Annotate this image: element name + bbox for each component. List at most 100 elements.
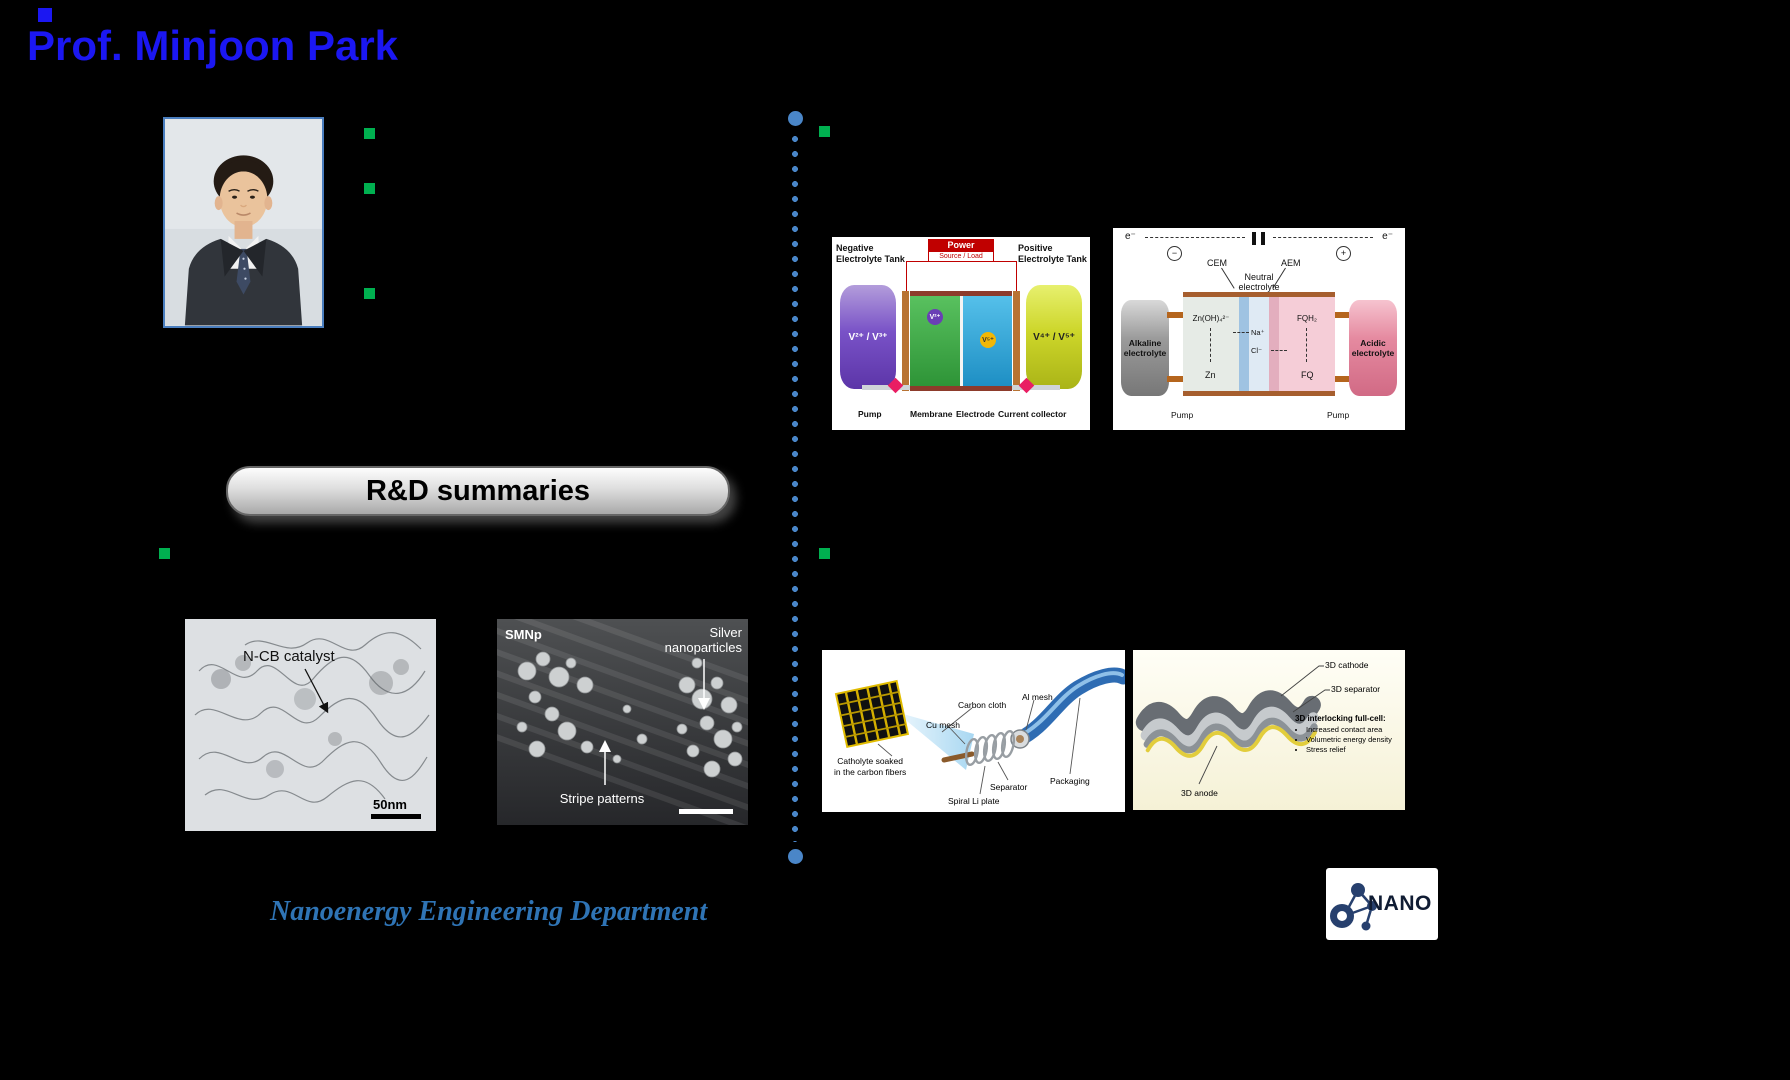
divider-dotted-line bbox=[790, 132, 800, 842]
portrait-illustration bbox=[165, 119, 322, 326]
positive-electrolyte-tank: V⁴⁺ / V⁵⁺ bbox=[1026, 285, 1082, 389]
department-footer: Nanoenergy Engineering Department bbox=[270, 896, 708, 927]
cem-membrane bbox=[1239, 297, 1249, 391]
electrode-symbol bbox=[1252, 232, 1265, 245]
title-bullet-square bbox=[38, 8, 52, 22]
electron-label-right: e⁻ bbox=[1382, 231, 1393, 242]
current-collector-right bbox=[1013, 291, 1020, 391]
acidic-electrolyte-tank: Acidic electrolyte bbox=[1349, 300, 1397, 396]
pipe-right bbox=[1012, 385, 1060, 390]
positive-tank-label: Positive Electrolyte Tank bbox=[1018, 243, 1087, 264]
tem-micrograph-art: N-CB catalyst 50nm bbox=[194, 632, 430, 819]
divider-end-dot-top bbox=[788, 111, 803, 126]
vanadium-flow-battery-figure: Negative Electrolyte Tank Positive Elect… bbox=[832, 237, 1090, 430]
pump-caption-right: Pump bbox=[1327, 410, 1350, 420]
feature-item: Stress relief bbox=[1306, 745, 1401, 755]
negative-couple-label: V²⁺ / V³⁺ bbox=[848, 331, 888, 343]
alkaline-tank-label: Alkaline electrolyte bbox=[1123, 337, 1167, 358]
tem-scale-bar bbox=[371, 814, 421, 819]
3d-interlocking-cell-figure: 3D cathode 3D separator 3D interlocking … bbox=[1133, 650, 1405, 810]
cu-mesh-label: Cu mesh bbox=[926, 720, 961, 730]
nano-logo: NANO bbox=[1326, 868, 1438, 940]
pipe bbox=[1167, 312, 1183, 318]
feature-item: Volumetric energy density bbox=[1306, 735, 1401, 745]
page-title: Prof. Minjoon Park bbox=[27, 22, 399, 69]
sem-micrograph-figure: SMNp Silver nanoparticles Stripe pattern… bbox=[497, 619, 748, 825]
positive-couple-label: V⁴⁺ / V⁵⁺ bbox=[1033, 331, 1075, 343]
cable-battery-figure: Carbon cloth Al mesh Cu mesh Catholyte s… bbox=[822, 650, 1125, 812]
carbon-cloth-label: Carbon cloth bbox=[958, 700, 1007, 710]
tem-micrograph-figure: N-CB catalyst 50nm bbox=[185, 619, 436, 831]
professor-photo bbox=[163, 117, 324, 328]
positive-terminal: + bbox=[1336, 246, 1351, 261]
zincate-label: Zn(OH)₄²⁻ bbox=[1192, 314, 1230, 323]
pipe bbox=[1167, 376, 1183, 382]
bullet-marker bbox=[819, 126, 830, 137]
pipe bbox=[1335, 312, 1349, 318]
membrane-caption: Membrane bbox=[910, 409, 953, 419]
3d-anode-label: 3D anode bbox=[1181, 788, 1218, 798]
divider-end-dot-bottom bbox=[788, 849, 803, 864]
catholyte-label-line2: in the carbon fibers bbox=[834, 766, 907, 777]
zinc-label: Zn bbox=[1205, 370, 1216, 380]
3d-fullcell-feature-list: Increased contact area Volumetric energy… bbox=[1306, 725, 1401, 755]
molecule-icon bbox=[1330, 883, 1377, 931]
sem-top-label-line2: nanoparticles bbox=[665, 640, 743, 655]
bullet-marker bbox=[819, 548, 830, 559]
sodium-ion-arrow bbox=[1233, 332, 1249, 333]
sem-corner-label: SMNp bbox=[505, 627, 542, 642]
vanadium-ion-right: V⁵⁺ bbox=[980, 332, 996, 348]
source-load-label: Source / Load bbox=[939, 252, 983, 260]
3d-fullcell-title: 3D interlocking full-cell: bbox=[1295, 714, 1386, 723]
negative-tank-label: Negative Electrolyte Tank bbox=[836, 243, 905, 264]
bullet-marker bbox=[364, 183, 375, 194]
acidic-compartment bbox=[1279, 297, 1335, 391]
power-wire bbox=[906, 261, 930, 262]
nano-logo-text: NANO bbox=[1368, 892, 1432, 915]
fqh2-label: FQH₂ bbox=[1297, 314, 1317, 323]
sodium-ion-label: Na⁺ bbox=[1251, 328, 1265, 337]
neutral-electrolyte-label: Neutral electrolyte bbox=[1238, 272, 1280, 293]
electron-label-left: e⁻ bbox=[1125, 231, 1136, 242]
electron-path-left bbox=[1145, 237, 1245, 238]
bullet-marker bbox=[159, 548, 170, 559]
packaging-label: Packaging bbox=[1050, 776, 1090, 786]
power-label: Power bbox=[929, 240, 993, 252]
cell-stack bbox=[910, 291, 1012, 391]
dual-membrane-battery-figure: e⁻ e⁻ − + CEM AEM Neutral electrolyte Zn… bbox=[1113, 228, 1405, 430]
aem-label: AEM bbox=[1281, 258, 1301, 268]
power-wire bbox=[1016, 261, 1017, 291]
pump-caption-left: Pump bbox=[1171, 410, 1194, 420]
aem-membrane bbox=[1269, 297, 1279, 391]
al-mesh-label: Al mesh bbox=[1022, 692, 1053, 702]
alkaline-electrolyte-tank: Alkaline electrolyte bbox=[1121, 300, 1169, 396]
dual-membrane-cell bbox=[1183, 292, 1335, 396]
acidic-tank-label: Acidic electrolyte bbox=[1351, 337, 1395, 358]
electron-path-right bbox=[1273, 237, 1373, 238]
sem-top-label-line1: Silver bbox=[709, 625, 742, 640]
sem-scale-bar bbox=[679, 809, 733, 814]
rd-summaries-banner: R&D summaries bbox=[226, 466, 730, 516]
sem-bottom-label: Stripe patterns bbox=[560, 791, 645, 806]
3d-cell-art bbox=[1135, 665, 1330, 785]
alkaline-compartment bbox=[1183, 297, 1239, 391]
pipe-left bbox=[862, 385, 910, 390]
current-collector-left bbox=[902, 291, 909, 391]
power-wire bbox=[992, 261, 1016, 262]
cable-battery-art bbox=[834, 667, 1125, 795]
fq-reaction-arrow bbox=[1306, 328, 1307, 362]
feature-item: Increased contact area bbox=[1306, 725, 1401, 735]
negative-terminal: − bbox=[1167, 246, 1182, 261]
power-source-box: Power Source / Load bbox=[928, 239, 994, 262]
3d-fullcell-text-block: 3D interlocking full-cell: Increased con… bbox=[1295, 714, 1401, 755]
separator-label: Separator bbox=[990, 782, 1028, 792]
catholyte-label-line1: Catholyte soaked bbox=[837, 756, 903, 766]
vanadium-ion-left: V²⁺ bbox=[927, 309, 943, 325]
zinc-reaction-arrow bbox=[1210, 328, 1211, 362]
pump-caption: Pump bbox=[858, 409, 882, 419]
chloride-ion-label: Cl⁻ bbox=[1251, 346, 1263, 355]
current-collector-caption: Current collector bbox=[998, 409, 1067, 419]
tem-scale-label: 50nm bbox=[373, 797, 407, 812]
catholyte-label: Catholyte soaked in the carbon fibers bbox=[834, 756, 906, 777]
